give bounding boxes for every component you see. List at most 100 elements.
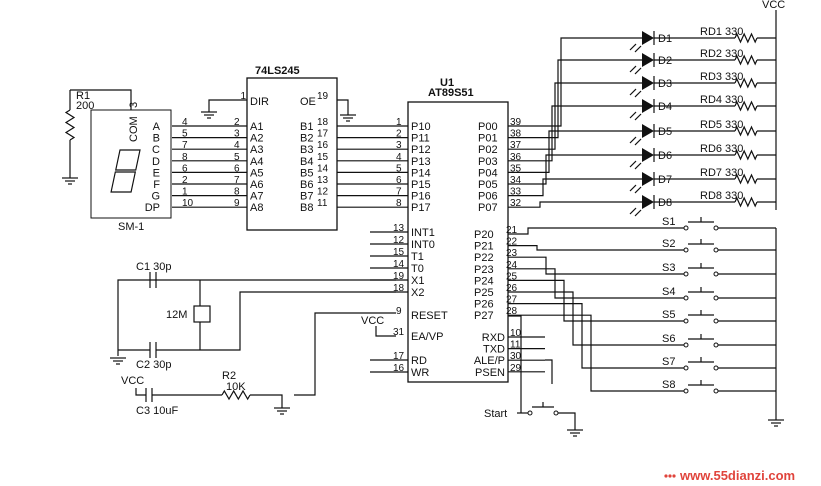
segment-pin-4: 6 <box>182 163 188 174</box>
p27-start-wire <box>508 315 522 413</box>
segment-label-1: B <box>153 133 160 145</box>
segment-label-4: E <box>153 167 160 179</box>
r2-resistor <box>221 389 251 401</box>
led-3 <box>629 76 655 98</box>
ale-stub <box>545 359 553 384</box>
buffer-a-label-4: A5 <box>250 167 263 179</box>
com-label: COM <box>128 116 140 142</box>
start-gnd-wire <box>558 412 576 430</box>
mcu-p1-label-3: P13 <box>411 156 431 168</box>
buffer-b-label-6: B7 <box>300 191 313 203</box>
p2-wire-7 <box>508 314 684 392</box>
mcu-p2-label-2: P22 <box>474 252 494 264</box>
led-resistor-4 <box>734 125 758 137</box>
led-res-label-7: RD8 330 <box>700 190 743 202</box>
switch-4 <box>683 287 719 301</box>
mcu-ctrl-pin-4: 19 <box>393 271 405 282</box>
buffer-a-label-3: A4 <box>250 156 263 168</box>
mcu-ctrl-pin-1: 12 <box>393 235 405 246</box>
led-resistor-2 <box>734 77 758 89</box>
mcu-p0-pin-7: 32 <box>510 198 522 209</box>
segment-pin-5: 2 <box>182 175 188 186</box>
p0-wire-4 <box>508 130 642 173</box>
reset-vcc-wire <box>135 388 146 396</box>
p0-wire-1 <box>508 59 642 139</box>
clock-ground <box>110 357 126 365</box>
x1-wire <box>117 279 396 356</box>
switch-label-0: S1 <box>662 216 675 228</box>
segment-pin-0: 4 <box>182 117 188 128</box>
led-resistor-0 <box>734 32 758 44</box>
p2-wire-6 <box>508 303 684 369</box>
led-resistor-3 <box>734 100 758 112</box>
r1-resistor <box>64 109 76 141</box>
switch-label-5: S6 <box>662 333 675 345</box>
p2-wire-2 <box>508 256 684 275</box>
switch-7 <box>683 357 719 371</box>
buffer-b-pin-4: 14 <box>317 163 329 174</box>
mcu-ctrl-label-3: T0 <box>411 263 424 275</box>
dir-ground <box>201 111 217 119</box>
segment-pin-7: 10 <box>182 198 194 209</box>
p0-wire-6 <box>508 178 642 197</box>
led-6 <box>629 148 655 170</box>
mcu-ctrl-label-1: INT0 <box>411 239 435 251</box>
led-label-7: D8 <box>658 197 672 209</box>
led-res-label-2: RD3 330 <box>700 71 743 83</box>
p0-wire-7 <box>508 201 642 208</box>
buffer-b-label-5: B6 <box>300 179 313 191</box>
mcu-p1-pin-6: 7 <box>396 187 402 198</box>
mcu-right-ctrl-label-0: RXD <box>482 332 505 344</box>
r1-label: R1 <box>76 90 90 102</box>
mcu-p2-pin-5: 26 <box>506 283 518 294</box>
switch-label-2: S3 <box>662 262 675 274</box>
buffer-b-label-7: B8 <box>300 202 313 214</box>
mcu-p1-pin-4: 5 <box>396 163 402 174</box>
p0-wire-5 <box>508 154 642 185</box>
mcu-p1-label-4: P14 <box>411 167 431 179</box>
buffer-a-label-5: A6 <box>250 179 263 191</box>
segment-label-2: C <box>152 144 160 156</box>
c2-label: C2 30p <box>136 359 171 371</box>
mcu-p1-label-7: P17 <box>411 202 431 214</box>
c1-label: C1 30p <box>136 261 171 273</box>
mcu-p2-pin-0: 21 <box>506 225 518 236</box>
switch-label-1: S2 <box>662 238 675 250</box>
reset-wire <box>294 312 396 396</box>
led-resistor-1 <box>734 54 758 66</box>
crystal-label: 12M <box>166 309 187 321</box>
p2-wire-0 <box>508 227 684 235</box>
mcu-p2-label-6: P26 <box>474 299 494 311</box>
start-label: Start <box>484 408 507 420</box>
rd-pin: 17 <box>393 351 405 362</box>
mcu-p0-label-2: P02 <box>478 144 498 156</box>
segment-pin-2: 7 <box>182 140 188 151</box>
segment-pin-1: 5 <box>182 129 188 140</box>
buffer-a-pin-5: 7 <box>234 175 240 186</box>
parts <box>62 31 784 478</box>
mcu-p2-label-1: P21 <box>474 241 494 253</box>
buffer-a-label-0: A1 <box>250 121 263 133</box>
eavp-label: EA/VP <box>411 331 443 343</box>
mcu-p1-pin-7: 8 <box>396 198 402 209</box>
led-label-0: D1 <box>658 33 672 45</box>
mcu-right-ctrl-label-3: PSEN <box>475 367 505 379</box>
mcu-ctrl-label-5: X2 <box>411 287 424 299</box>
led-res-label-1: RD2 330 <box>700 48 743 60</box>
buffer-a-label-7: A8 <box>250 202 263 214</box>
mcu-p0-pin-3: 36 <box>510 152 522 163</box>
buffer-b-pin-3: 15 <box>317 152 329 163</box>
oe-ground <box>340 114 356 122</box>
mcu-ctrl-label-4: X1 <box>411 275 424 287</box>
led-8 <box>629 195 655 217</box>
mcu-p1-pin-0: 1 <box>396 117 402 128</box>
mcu-p1-pin-2: 3 <box>396 140 402 151</box>
switch-6 <box>683 334 719 348</box>
mcu-p1-pin-1: 2 <box>396 129 402 140</box>
eavp-wire <box>375 326 396 337</box>
buffer-b-label-3: B4 <box>300 156 313 168</box>
switch-8 <box>683 380 719 394</box>
switch-label-6: S7 <box>662 356 675 368</box>
